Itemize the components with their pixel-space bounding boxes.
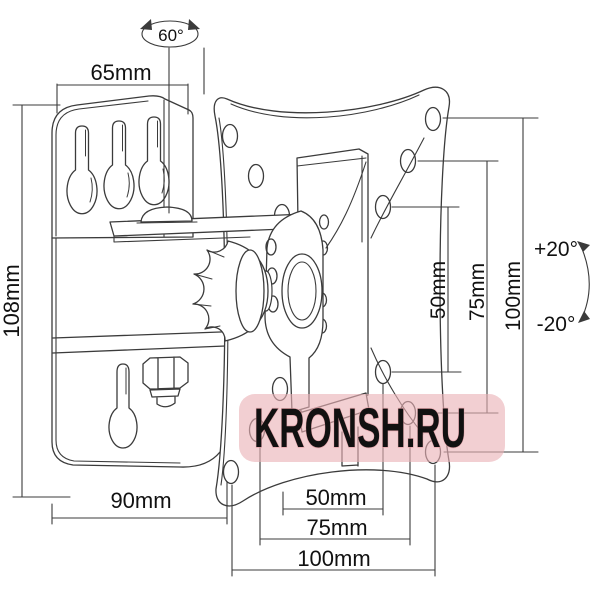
watermark-background [239, 394, 505, 462]
swivel-arrow-icon [140, 19, 200, 48]
tilt-up-label: +20° [534, 238, 578, 261]
dimension-lines [12, 19, 590, 577]
dim-vesa-right-100-label: 100mm [502, 261, 525, 331]
watermark-text: KRONSH.RU [254, 396, 466, 459]
tilt-down-label: -20° [537, 313, 576, 336]
dim-vesa-bottom-100-label: 100mm [297, 546, 370, 571]
dim-vesa-bottom-75-label: 75mm [306, 515, 367, 540]
dim-vesa-right-75-label: 75mm [466, 263, 489, 321]
dim-top-width-label: 65mm [90, 60, 151, 85]
swivel-angle-label: 60° [158, 26, 184, 45]
dim-vesa-bottom-50-label: 50mm [305, 485, 366, 510]
tilt-arrow-icon [577, 241, 590, 323]
dim-vesa-right-50-label: 50mm [427, 261, 450, 319]
dimension-labels: 60° 65mm 108mm 90mm 50mm 75mm 100mm 50mm… [0, 24, 578, 572]
dim-arm-length-label: 90mm [110, 488, 171, 513]
wall-plate-drawing [51, 95, 251, 468]
bracket-shelf-drawing [109, 206, 309, 243]
knob-drawing [192, 240, 269, 342]
dim-plate-height-label: 108mm [0, 264, 24, 337]
swivel-bracket-drawing [264, 210, 324, 413]
watermark: KRONSH.RU [239, 394, 505, 462]
